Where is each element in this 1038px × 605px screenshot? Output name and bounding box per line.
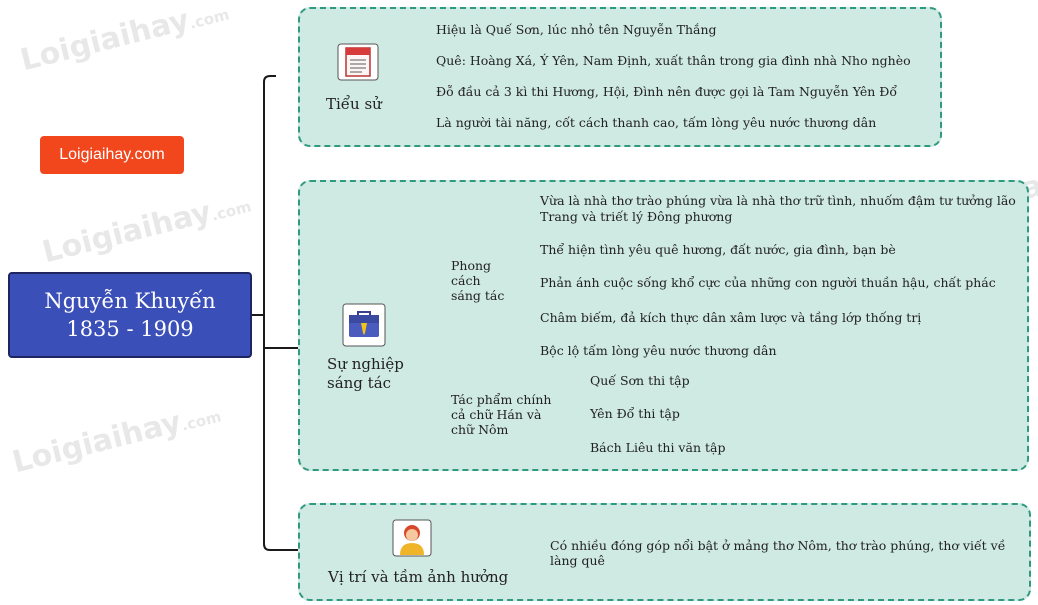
tieu-su-item: Quê: Hoàng Xá, Ý Yên, Nam Định, xuất thâ… <box>436 53 911 68</box>
phong-cach-label: Phong cách sáng tác <box>451 258 505 303</box>
briefcase-icon <box>342 303 386 347</box>
tac-pham-label: Tác phẩm chính cả chữ Hán và chữ Nôm <box>451 392 552 437</box>
tac-pham-item: Bách Liêu thi văn tập <box>590 440 726 455</box>
tac-pham-item: Quế Sơn thi tập <box>590 373 690 388</box>
phong-cach-item: Phản ánh cuộc sống khổ cực của những con… <box>540 275 996 290</box>
phong-cach-item: Châm biếm, đả kích thực dân xâm lược và … <box>540 310 922 325</box>
tieu-su-item: Hiệu là Quế Sơn, lúc nhỏ tên Nguyễn Thắn… <box>436 22 717 37</box>
central-name: Nguyễn Khuyến <box>44 289 216 313</box>
person-icon <box>392 519 432 557</box>
tieu-su-item: Đỗ đầu cả 3 kì thi Hương, Hội, Đình nên … <box>436 84 898 99</box>
tieu-su-label: Tiểu sử <box>326 95 382 113</box>
central-years: 1835 - 1909 <box>66 317 194 341</box>
vi-tri-label: Vị trí và tầm ảnh hưởng <box>328 568 509 586</box>
brand-badge: Loigiaihay.com <box>40 136 184 174</box>
section-su-nghiep <box>298 180 1029 471</box>
phong-cach-item: Bộc lộ tấm lòng yêu nước thương dân <box>540 343 777 358</box>
su-nghiep-label: Sự nghiệp sáng tác <box>327 355 404 392</box>
phong-cach-item: Vừa là nhà thơ trào phúng vừa là nhà thơ… <box>540 193 1016 224</box>
tieu-su-item: Là người tài năng, cốt cách thanh cao, t… <box>436 115 877 130</box>
vi-tri-item: Có nhiều đóng góp nổi bật ở mảng thơ Nôm… <box>550 538 1006 568</box>
phong-cach-item: Thể hiện tình yêu quê hương, đất nước, g… <box>540 242 896 257</box>
central-node: Nguyễn Khuyến 1835 - 1909 <box>8 272 252 358</box>
tac-pham-item: Yên Đổ thi tập <box>590 406 680 421</box>
section-tieu-su <box>298 7 942 147</box>
notepad-icon <box>337 43 379 81</box>
